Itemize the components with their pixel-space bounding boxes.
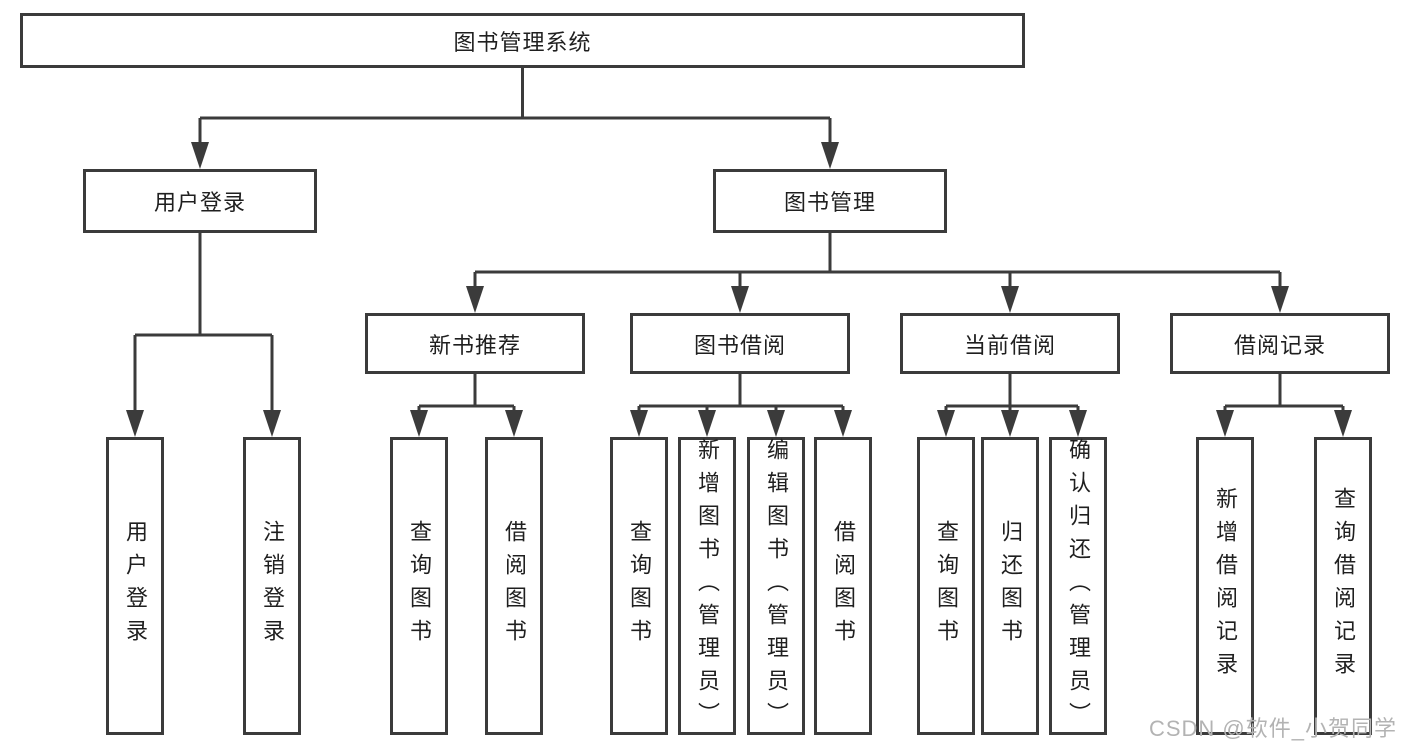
leaf-current-return: 归还图书 [981,437,1039,735]
node-label: 借阅图书 [502,520,527,652]
leaf-record-add: 新增借阅记录 [1196,437,1254,735]
node-label: 用户登录 [123,520,148,652]
node-borrow-records: 借阅记录 [1170,313,1390,374]
leaf-current-query: 查询图书 [917,437,975,735]
node-label: 当前借阅 [963,332,1056,358]
node-user-login: 用户登录 [83,169,317,233]
node-label: 新增图书（管理员） [695,437,720,735]
node-label: 借阅记录 [1233,332,1326,358]
node-label: 借阅图书 [831,520,856,652]
leaf-borrow-book: 借阅图书 [814,437,872,735]
node-label: 编辑图书（管理员） [764,437,789,735]
arrowheads [126,142,1352,437]
node-root-system: 图书管理系统 [20,13,1025,68]
node-label: 用户登录 [153,190,246,215]
leaf-newbook-query: 查询图书 [390,437,448,735]
leaf-current-confirm-admin: 确认归还（管理员） [1049,437,1107,735]
leaf-record-query: 查询借阅记录 [1314,437,1372,735]
node-label: 注销登录 [260,520,285,652]
node-current-borrow: 当前借阅 [900,313,1120,374]
leaf-borrow-edit-admin: 编辑图书（管理员） [747,437,805,735]
node-label: 查询图书 [627,520,652,652]
leaf-user-login: 用户登录 [106,437,164,735]
leaf-logout: 注销登录 [243,437,301,735]
node-label: 归还图书 [998,520,1023,652]
node-label: 新增借阅记录 [1213,487,1238,685]
leaf-borrow-query: 查询图书 [610,437,668,735]
node-label: 查询借阅记录 [1331,487,1356,685]
node-book-borrow: 图书借阅 [630,313,850,374]
node-label: 新书推荐 [428,332,521,358]
node-label: 查询图书 [407,520,432,652]
leaf-borrow-add-admin: 新增图书（管理员） [678,437,736,735]
node-new-book-recommend: 新书推荐 [365,313,585,374]
node-label: 确认归还（管理员） [1066,437,1091,735]
node-label: 图书借阅 [693,332,786,358]
node-label: 图书管理系统 [453,29,592,55]
leaf-newbook-borrow: 借阅图书 [485,437,543,735]
node-label: 图书管理 [783,190,876,215]
node-book-management: 图书管理 [713,169,947,233]
node-label: 查询图书 [934,520,959,652]
